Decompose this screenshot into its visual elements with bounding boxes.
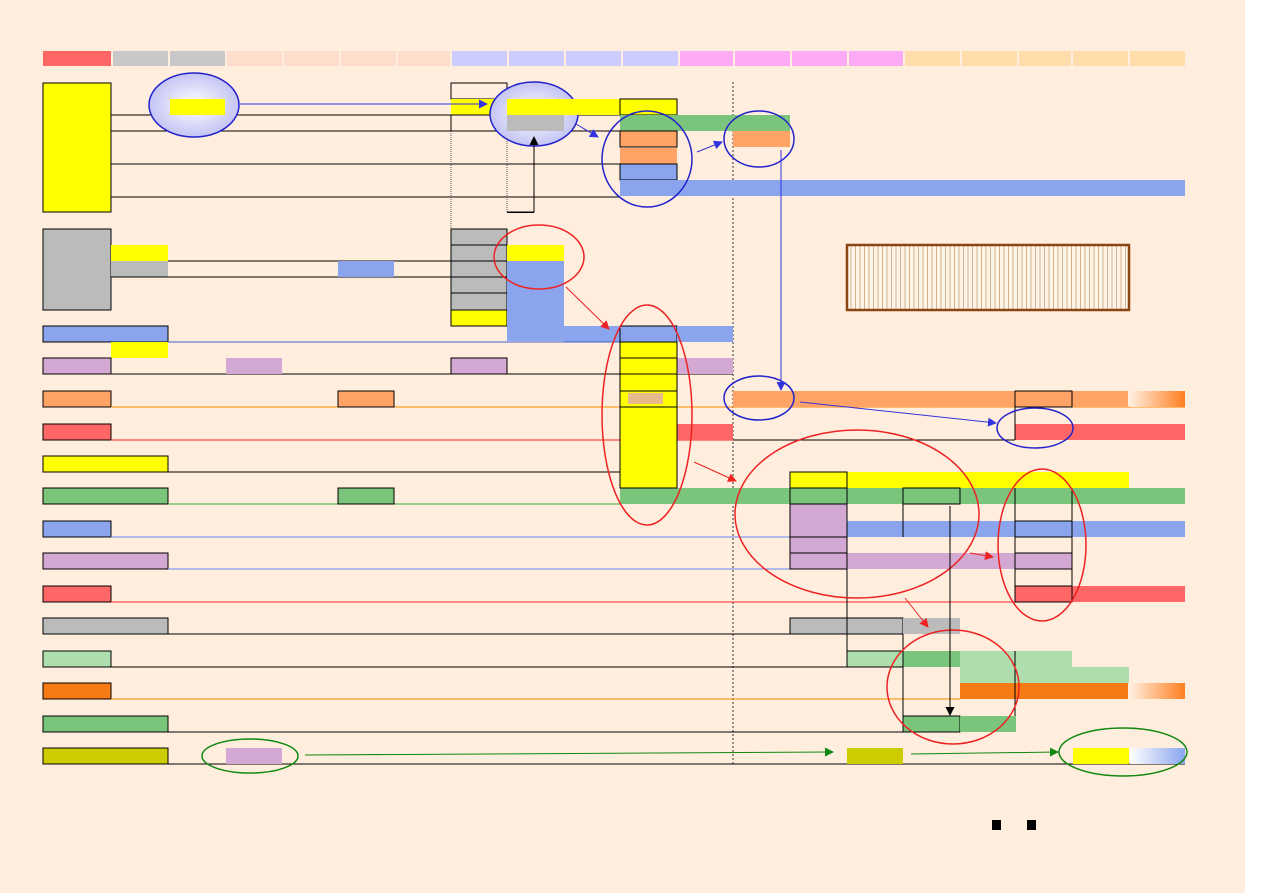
- blue-arrows: [240, 99, 997, 427]
- green-ellipses: [201, 727, 1188, 777]
- red-arrows: [565, 286, 994, 628]
- header-strip: [43, 51, 1185, 66]
- filled-square-icon: [992, 820, 1001, 830]
- group-gray: [42, 212, 733, 342]
- green-arrows: [304, 747, 1059, 757]
- red-ellipses: [493, 224, 1087, 745]
- hatched-box: [845, 243, 1131, 312]
- filled-square-icon: [1027, 820, 1036, 830]
- blue-ellipses: [601, 110, 1074, 449]
- rows: [42, 325, 1185, 765]
- right-margin: [1245, 0, 1263, 893]
- central-column: [619, 325, 733, 489]
- black-arrows: [507, 136, 955, 716]
